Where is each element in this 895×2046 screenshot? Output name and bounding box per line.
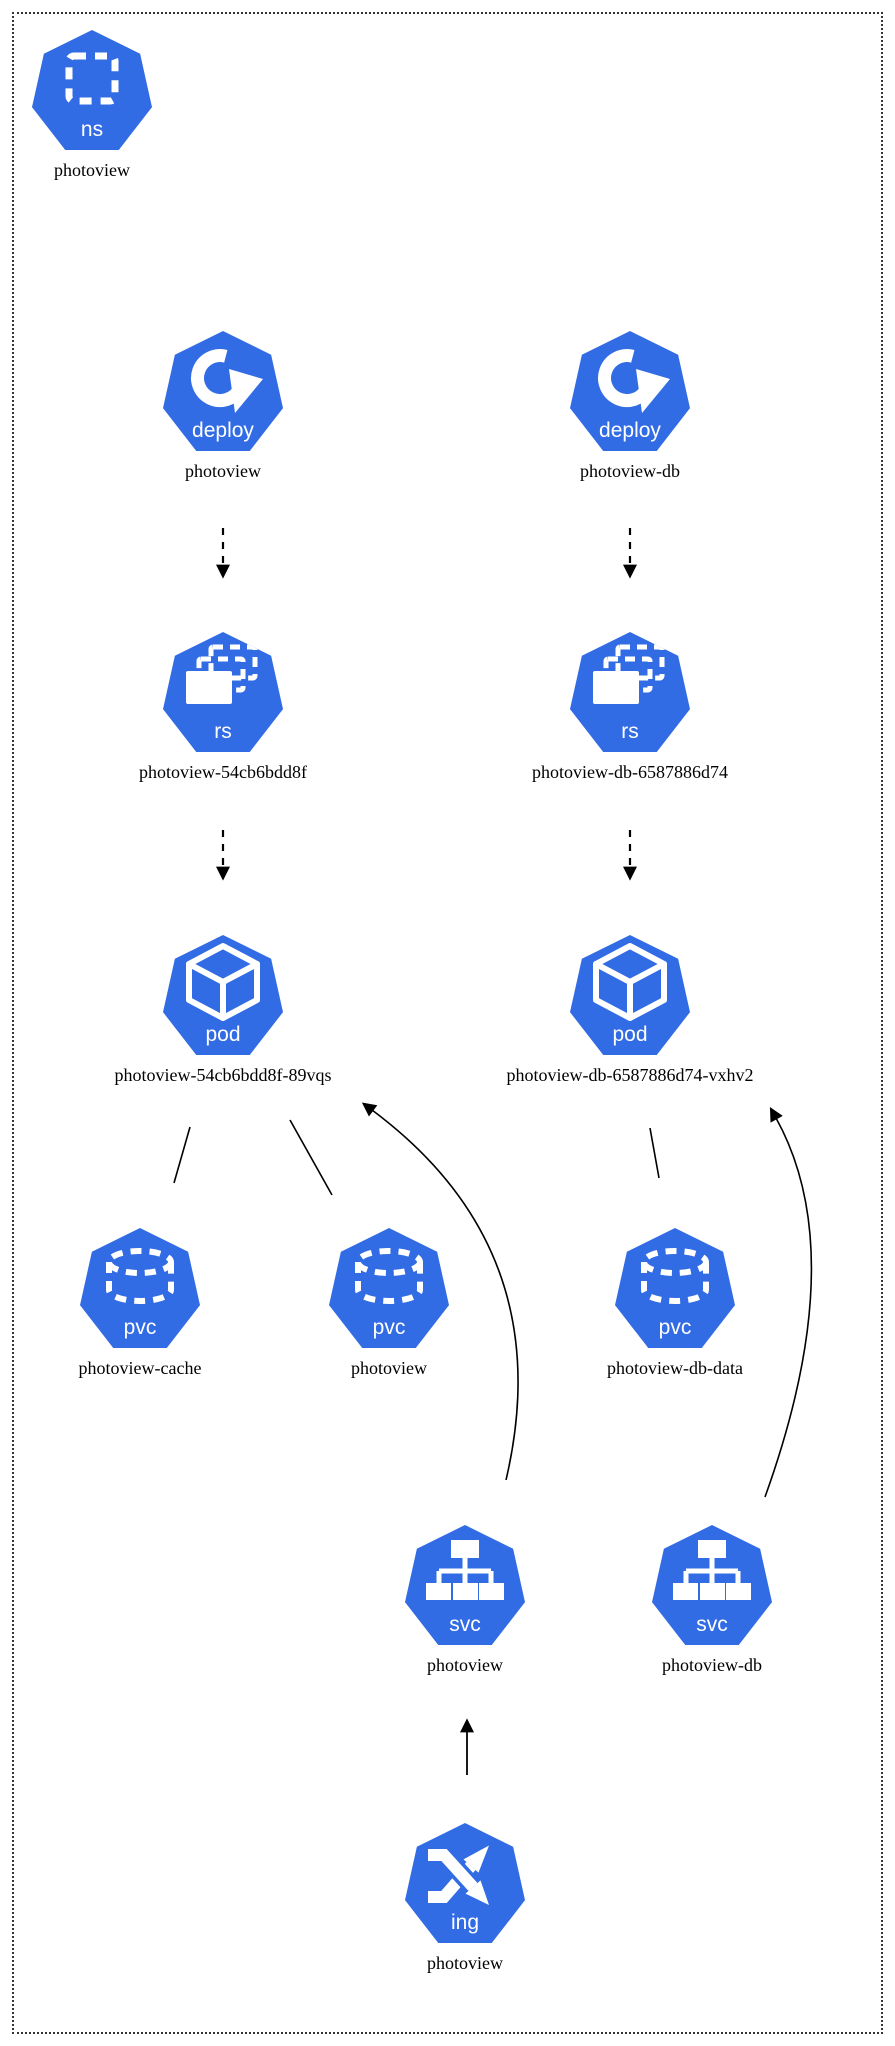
resource-abbr: deploy (599, 419, 661, 442)
node-replicaset-photoview-db: rs photoview-db-6587886d74 (490, 632, 770, 784)
node-label: photoview (185, 461, 261, 481)
resource-abbr: svc (696, 1613, 728, 1636)
replicaset-icon: rs (570, 632, 690, 752)
cube-glyph (593, 943, 667, 1021)
dashed-cylinder-glyph (355, 1248, 423, 1304)
stacked-rects-glyph (186, 644, 258, 704)
dashed-cylinder-glyph (106, 1248, 174, 1304)
namespace-icon: ns (32, 30, 152, 150)
node-pvc-photoview: pvc photoview (249, 1228, 529, 1380)
dashed-cylinder-glyph (641, 1248, 709, 1304)
node-label: photoview-54cb6bdd8f (139, 762, 307, 782)
resource-abbr: pvc (123, 1316, 157, 1339)
circular-arrow-glyph (191, 349, 263, 413)
node-pvc-photoview-cache: pvc photoview-cache (0, 1228, 280, 1380)
stacked-rects-glyph (593, 644, 665, 704)
cube-glyph (186, 943, 260, 1021)
service-icon: svc (652, 1525, 772, 1645)
node-label: photoview-db (662, 1655, 762, 1675)
pod-icon: pod (570, 935, 690, 1055)
resource-abbr: pod (205, 1023, 241, 1046)
node-label: photoview (427, 1953, 503, 1973)
node-label: photoview-cache (78, 1358, 202, 1378)
deployment-icon: deploy (163, 331, 283, 451)
pvc-icon: pvc (329, 1228, 449, 1348)
network-tree-glyph (673, 1540, 751, 1600)
node-namespace-photoview: ns photoview (0, 30, 232, 182)
ingress-icon: ing (405, 1823, 525, 1943)
resource-abbr: pvc (372, 1316, 406, 1339)
resource-abbr: pvc (658, 1316, 692, 1339)
network-tree-glyph (426, 1540, 504, 1600)
resource-abbr: deploy (192, 419, 254, 442)
dashed-square-glyph (65, 52, 119, 105)
node-label: photoview (351, 1358, 427, 1378)
resource-abbr: ns (80, 118, 104, 141)
resource-abbr: pod (612, 1023, 648, 1046)
node-pvc-photoview-db-data: pvc photoview-db-data (535, 1228, 815, 1380)
resource-abbr: svc (449, 1613, 481, 1636)
pvc-icon: pvc (80, 1228, 200, 1348)
circular-arrow-glyph (598, 349, 670, 413)
edge-pod-to-pvc-photoview (289, 1119, 333, 1196)
resource-abbr: ing (450, 1911, 480, 1934)
node-label: photoview-54cb6bdd8f-89vqs (114, 1065, 332, 1085)
replicaset-icon: rs (163, 632, 283, 752)
node-pod-photoview-db: pod photoview-db-6587886d74-vxhv2 (490, 935, 770, 1087)
node-label: photoview (427, 1655, 503, 1675)
pod-icon: pod (163, 935, 283, 1055)
resource-abbr: rs (621, 720, 639, 743)
edge-pod-to-pvc-cache (173, 1126, 191, 1184)
node-label: photoview (54, 160, 130, 180)
service-icon: svc (405, 1525, 525, 1645)
node-label: photoview-db-data (607, 1358, 743, 1378)
node-pod-photoview: pod photoview-54cb6bdd8f-89vqs (83, 935, 363, 1087)
node-service-photoview-db: svc photoview-db (572, 1525, 852, 1677)
node-deployment-photoview: deploy photoview (83, 331, 363, 483)
node-label: photoview-db-6587886d74-vxhv2 (506, 1065, 754, 1085)
node-deployment-photoview-db: deploy photoview-db (490, 331, 770, 483)
crossing-arrows-glyph (428, 1845, 489, 1905)
node-ingress-photoview: ing photoview (325, 1823, 605, 1975)
node-label: photoview-db-6587886d74 (532, 762, 728, 782)
node-replicaset-photoview: rs photoview-54cb6bdd8f (83, 632, 363, 784)
pvc-icon: pvc (615, 1228, 735, 1348)
edge-pod-db-to-pvc-db-data (649, 1127, 660, 1179)
node-label: photoview-db (580, 461, 680, 481)
deployment-icon: deploy (570, 331, 690, 451)
node-service-photoview: svc photoview (325, 1525, 605, 1677)
resource-abbr: rs (214, 720, 232, 743)
